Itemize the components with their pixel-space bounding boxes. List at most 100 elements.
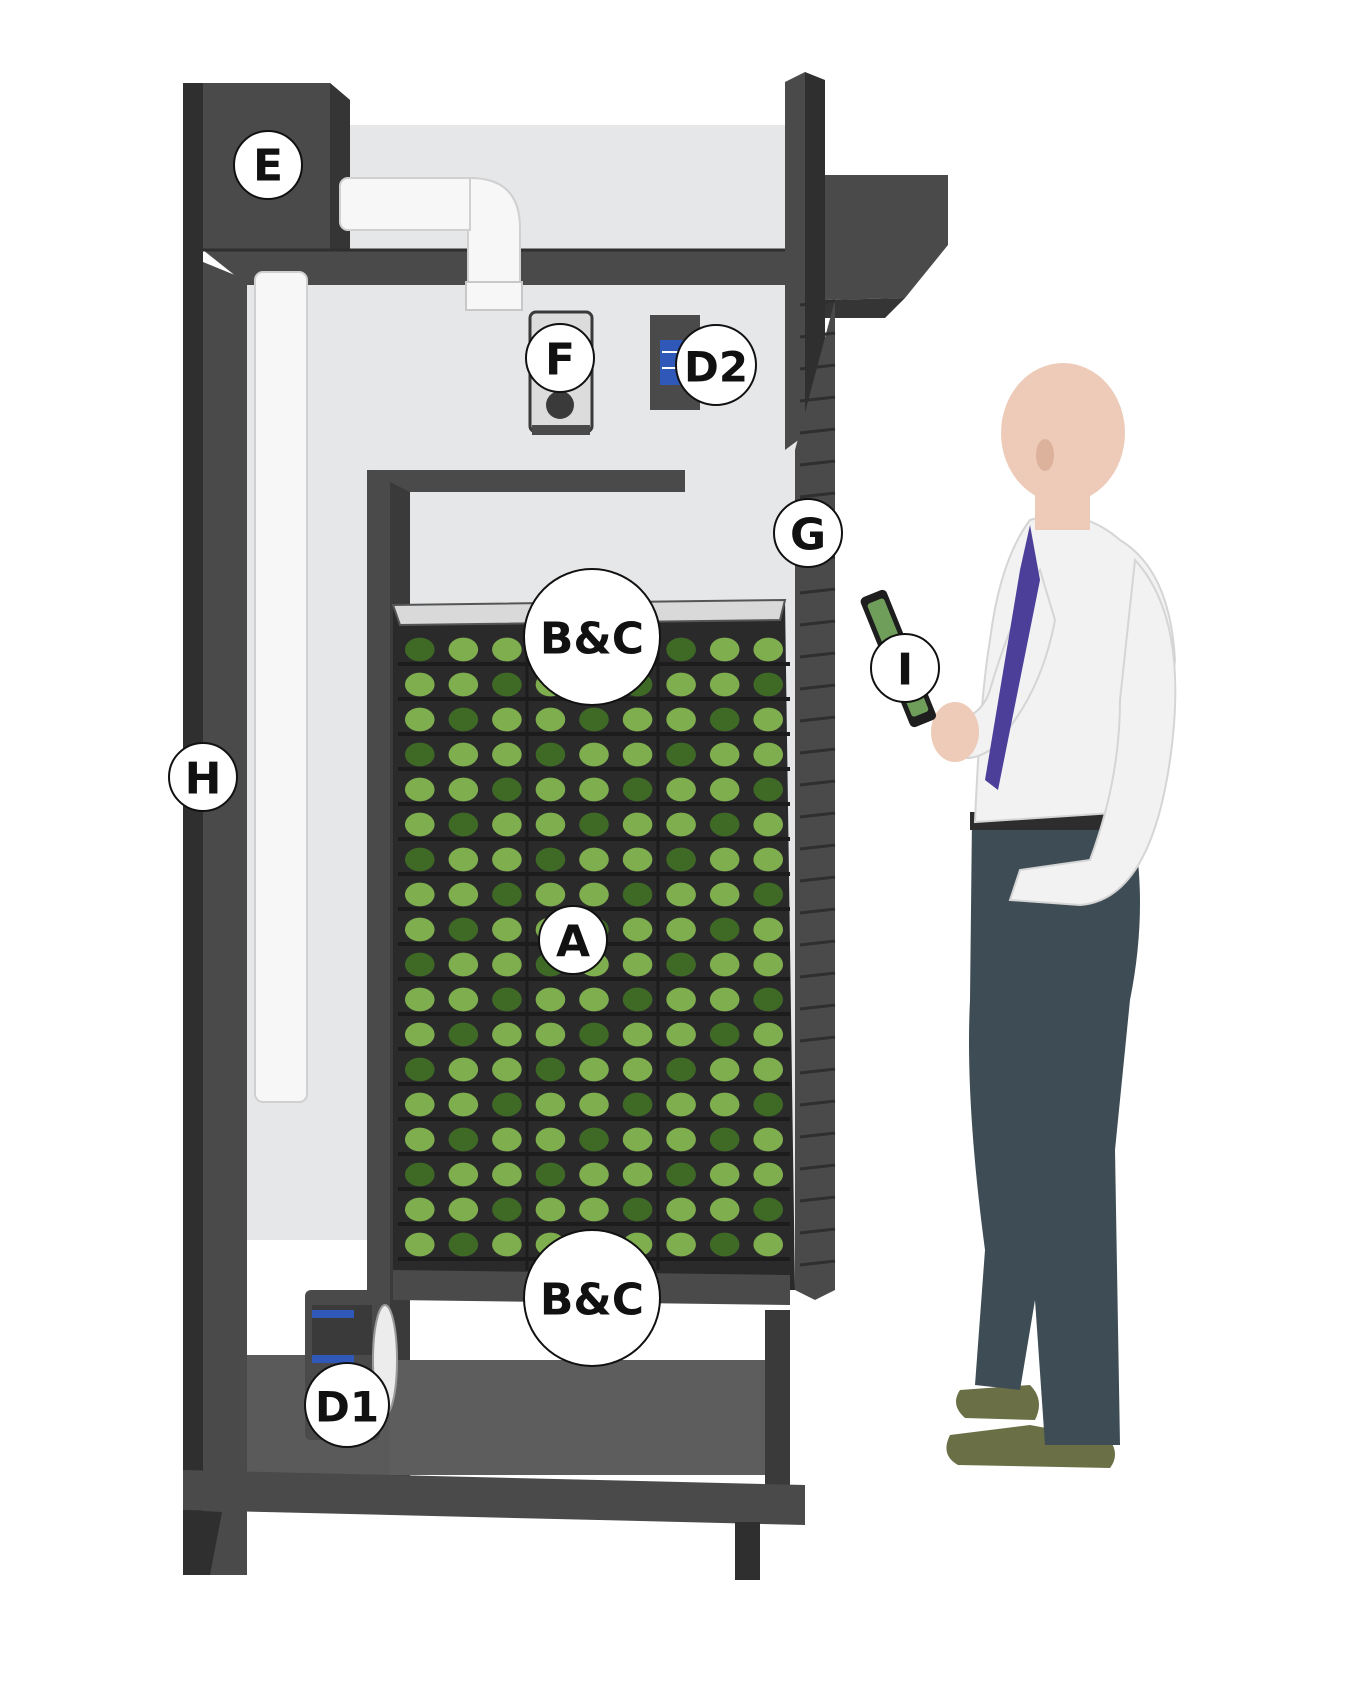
plant-pot <box>666 637 696 662</box>
plant-pot <box>753 987 784 1012</box>
tray-shelf <box>398 907 790 911</box>
plant-pot <box>666 917 696 942</box>
plant-pot <box>622 812 653 837</box>
plant-pot <box>622 1162 653 1187</box>
door-rail-slat <box>799 875 836 883</box>
tray-shelf <box>398 1152 790 1156</box>
door-rail-slat <box>799 939 836 947</box>
tray-shelf <box>398 977 790 981</box>
plant-pot <box>753 882 784 907</box>
plant-pot <box>622 1197 653 1222</box>
callout-e: E <box>233 130 303 200</box>
svg-text:D1: D1 <box>315 1383 379 1432</box>
door-rail-slat <box>799 363 836 371</box>
tray-shelf <box>398 1047 790 1051</box>
plant-pot <box>579 1092 609 1117</box>
plant-pot <box>404 637 435 662</box>
plant-pot <box>666 1232 696 1257</box>
plant-pot <box>535 1057 566 1082</box>
plant-pot <box>404 742 435 767</box>
svg-text:B&C: B&C <box>540 614 644 665</box>
plant-pot <box>448 1022 479 1047</box>
plant-pot <box>622 987 653 1012</box>
plant-pot <box>404 882 435 907</box>
plant-pot <box>448 882 479 907</box>
plant-pot <box>535 882 566 907</box>
door-rail-slat <box>799 1003 836 1011</box>
plant-pot <box>709 672 740 697</box>
plant-pot <box>404 1232 435 1257</box>
plant-pot <box>448 1162 479 1187</box>
plant-pot <box>622 882 653 907</box>
plant-pot <box>404 812 435 837</box>
door-rail-slat <box>799 1227 836 1235</box>
door-rail-slat <box>799 843 836 851</box>
plant-pot <box>579 1022 609 1047</box>
plant-pot <box>492 917 522 942</box>
plant-pot <box>492 777 522 802</box>
door-rail-slat <box>799 395 836 403</box>
plant-pot <box>404 1057 435 1082</box>
plant-pot <box>535 1127 566 1152</box>
callout-bc-top: B&C <box>523 568 661 706</box>
plant-pot <box>753 1057 784 1082</box>
plant-pot <box>709 1022 740 1047</box>
callout-f: F <box>525 323 595 393</box>
plant-pot <box>579 987 609 1012</box>
plant-pot <box>448 847 479 872</box>
tray-shelf <box>398 802 790 806</box>
plant-pot <box>404 1092 435 1117</box>
plant-pot <box>622 707 653 732</box>
plant-pot <box>535 742 566 767</box>
plant-pot <box>622 952 653 977</box>
controller-housing-bottom <box>825 298 905 318</box>
left-shoe <box>956 1385 1039 1420</box>
plant-pot <box>709 987 740 1012</box>
plant-pot <box>666 742 696 767</box>
plant-pot <box>404 1127 435 1152</box>
plant-pot <box>709 637 740 662</box>
door-rail-slats <box>795 299 836 1300</box>
plant-pot <box>753 952 784 977</box>
plant-pot <box>404 1162 435 1187</box>
plant-pot <box>579 812 609 837</box>
plant-pot <box>622 1127 653 1152</box>
bottom-compartment <box>390 1360 785 1475</box>
door-rail-slat <box>799 1131 836 1139</box>
plant-pot <box>448 672 479 697</box>
plant-pot <box>753 917 784 942</box>
plant-pot <box>622 742 653 767</box>
plant-pot <box>535 777 566 802</box>
door-rail-slat <box>799 715 836 723</box>
plant-pot <box>622 917 653 942</box>
door-rail-slat <box>799 1099 836 1107</box>
door-rail-frame <box>795 300 835 1300</box>
plant-pot <box>492 882 522 907</box>
plant-pot <box>709 917 740 942</box>
plant-pot <box>709 742 740 767</box>
plant-pot <box>535 1022 566 1047</box>
svg-text:H: H <box>185 754 222 805</box>
plant-pot <box>448 742 479 767</box>
plant-pot <box>753 637 784 662</box>
plant-pot <box>404 917 435 942</box>
plant-pot <box>404 847 435 872</box>
plant-pot <box>666 882 696 907</box>
plant-pot <box>404 987 435 1012</box>
plant-pot <box>709 1092 740 1117</box>
tray-shelf <box>398 1222 790 1226</box>
plant-pot <box>753 742 784 767</box>
plant-pot <box>666 987 696 1012</box>
plant-pot <box>622 777 653 802</box>
door-rail-slat <box>799 1195 836 1203</box>
controller-housing <box>825 175 948 300</box>
plant-pot <box>448 952 479 977</box>
right-arm <box>1008 557 1177 907</box>
plant-pot <box>535 847 566 872</box>
cabinet-right-post-front <box>805 72 825 440</box>
plant-pot <box>709 1197 740 1222</box>
return-air-pipe <box>254 271 308 1103</box>
plant-pot <box>666 952 696 977</box>
callout-h: H <box>168 742 238 812</box>
callout-a: A <box>538 905 608 975</box>
